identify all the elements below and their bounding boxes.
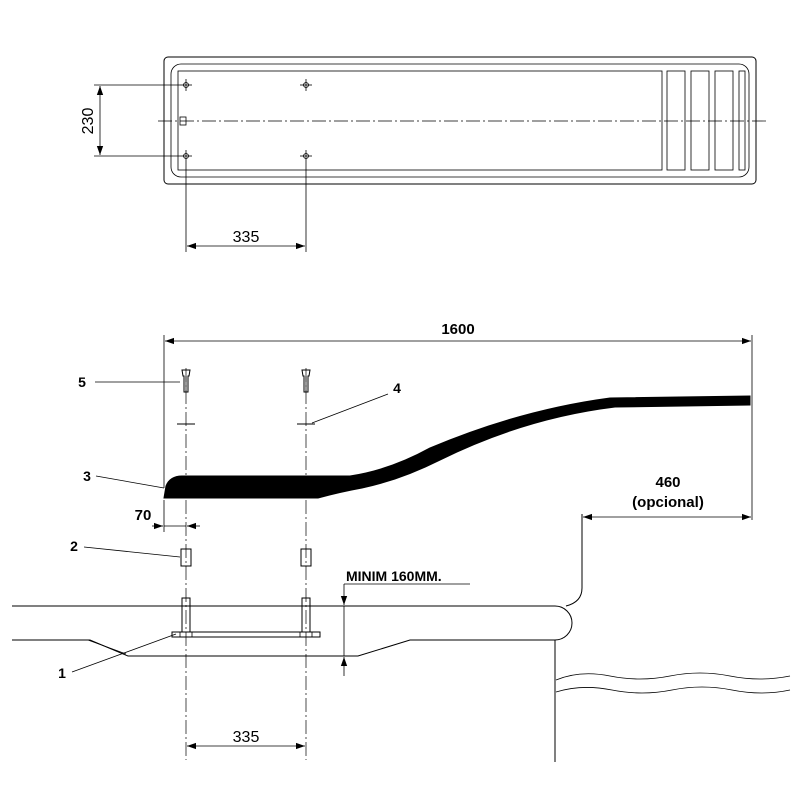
spacer-left (180, 548, 192, 567)
pool-deck (12, 605, 573, 762)
bolt-right (301, 369, 311, 393)
tread-grooves (666, 70, 746, 171)
dimension-230: 230 (80, 84, 180, 157)
dimension-460: 460 (opcional) (565, 474, 751, 607)
dimension-min-160: MINIM 160MM. (340, 568, 470, 676)
dimension-460-note: (opcional) (632, 494, 704, 511)
bolt-left (181, 369, 191, 393)
dimension-335-bottom-label: 335 (233, 729, 260, 746)
side-view: 1600 (12, 321, 791, 762)
water-surface (555, 672, 791, 694)
callout-4-label: 4 (393, 380, 401, 396)
callout-4: 4 (311, 380, 401, 424)
dimension-70: 70 (135, 500, 200, 532)
dimension-1600: 1600 (163, 321, 753, 520)
diving-board-profile (163, 395, 751, 499)
dimension-70-label: 70 (135, 507, 152, 524)
dimension-230-label: 230 (80, 108, 97, 135)
dimension-min-160-label: MINIM 160MM. (346, 568, 442, 584)
hole-top-left (180, 79, 192, 91)
mounting-holes (180, 79, 312, 162)
board-recess (177, 70, 663, 171)
callout-2-label: 2 (70, 538, 78, 554)
spacer-right (300, 548, 312, 567)
callout-5-label: 5 (78, 374, 86, 390)
base-plate (171, 631, 321, 638)
dimension-335-top-label: 335 (233, 229, 260, 246)
hole-top-right (300, 79, 312, 91)
dimension-335-top: 335 (185, 162, 307, 252)
board-outline-inner (170, 63, 750, 178)
board-outline-outer (163, 56, 757, 185)
callout-1: 1 (58, 633, 177, 681)
top-view: 230 335 (80, 56, 766, 252)
callout-3: 3 (83, 468, 165, 489)
hole-bottom-left (180, 150, 192, 162)
dimension-1600-label: 1600 (441, 321, 474, 338)
center-mark (179, 116, 187, 126)
callout-5: 5 (78, 374, 180, 390)
hole-bottom-right (300, 150, 312, 162)
callout-3-label: 3 (83, 468, 91, 484)
dimension-460-label: 460 (655, 474, 680, 491)
callout-2: 2 (70, 538, 181, 558)
dimension-335-bottom: 335 (187, 729, 305, 750)
callout-1-label: 1 (58, 665, 66, 681)
